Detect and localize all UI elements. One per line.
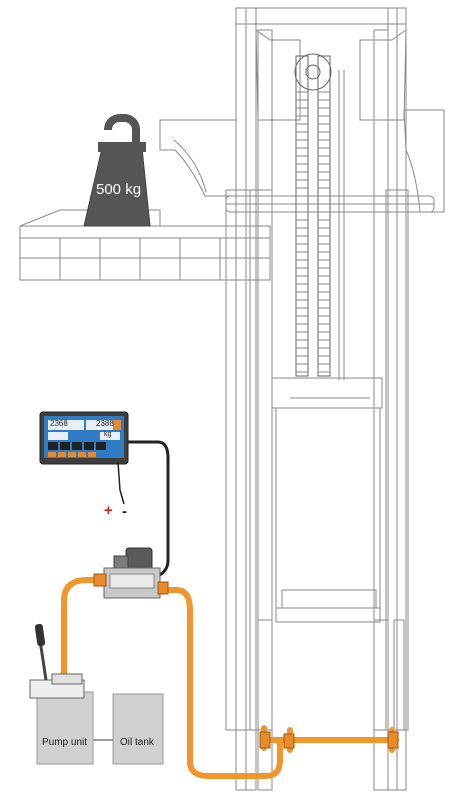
oil-tank bbox=[112, 693, 164, 765]
terminal-minus: - bbox=[122, 503, 127, 520]
weight-label: 500 kg bbox=[96, 181, 142, 198]
terminal-plus: + bbox=[104, 502, 113, 519]
weighing-indicator bbox=[39, 411, 129, 465]
valve-block bbox=[93, 547, 169, 599]
indicator-readout-2: 2388 bbox=[96, 419, 114, 428]
power-lead bbox=[117, 461, 125, 505]
mast-frame bbox=[19, 7, 445, 791]
pump-unit bbox=[29, 623, 94, 765]
oil-tank-label: Oil tank bbox=[120, 737, 154, 748]
lift-chain bbox=[296, 91, 330, 373]
weight-block bbox=[83, 114, 151, 227]
hose-fittings bbox=[259, 731, 399, 749]
indicator-readout-1: 2368 bbox=[50, 419, 68, 428]
pump-unit-label: Pump unit bbox=[42, 737, 88, 748]
indicator-unit: kg bbox=[104, 431, 112, 438]
